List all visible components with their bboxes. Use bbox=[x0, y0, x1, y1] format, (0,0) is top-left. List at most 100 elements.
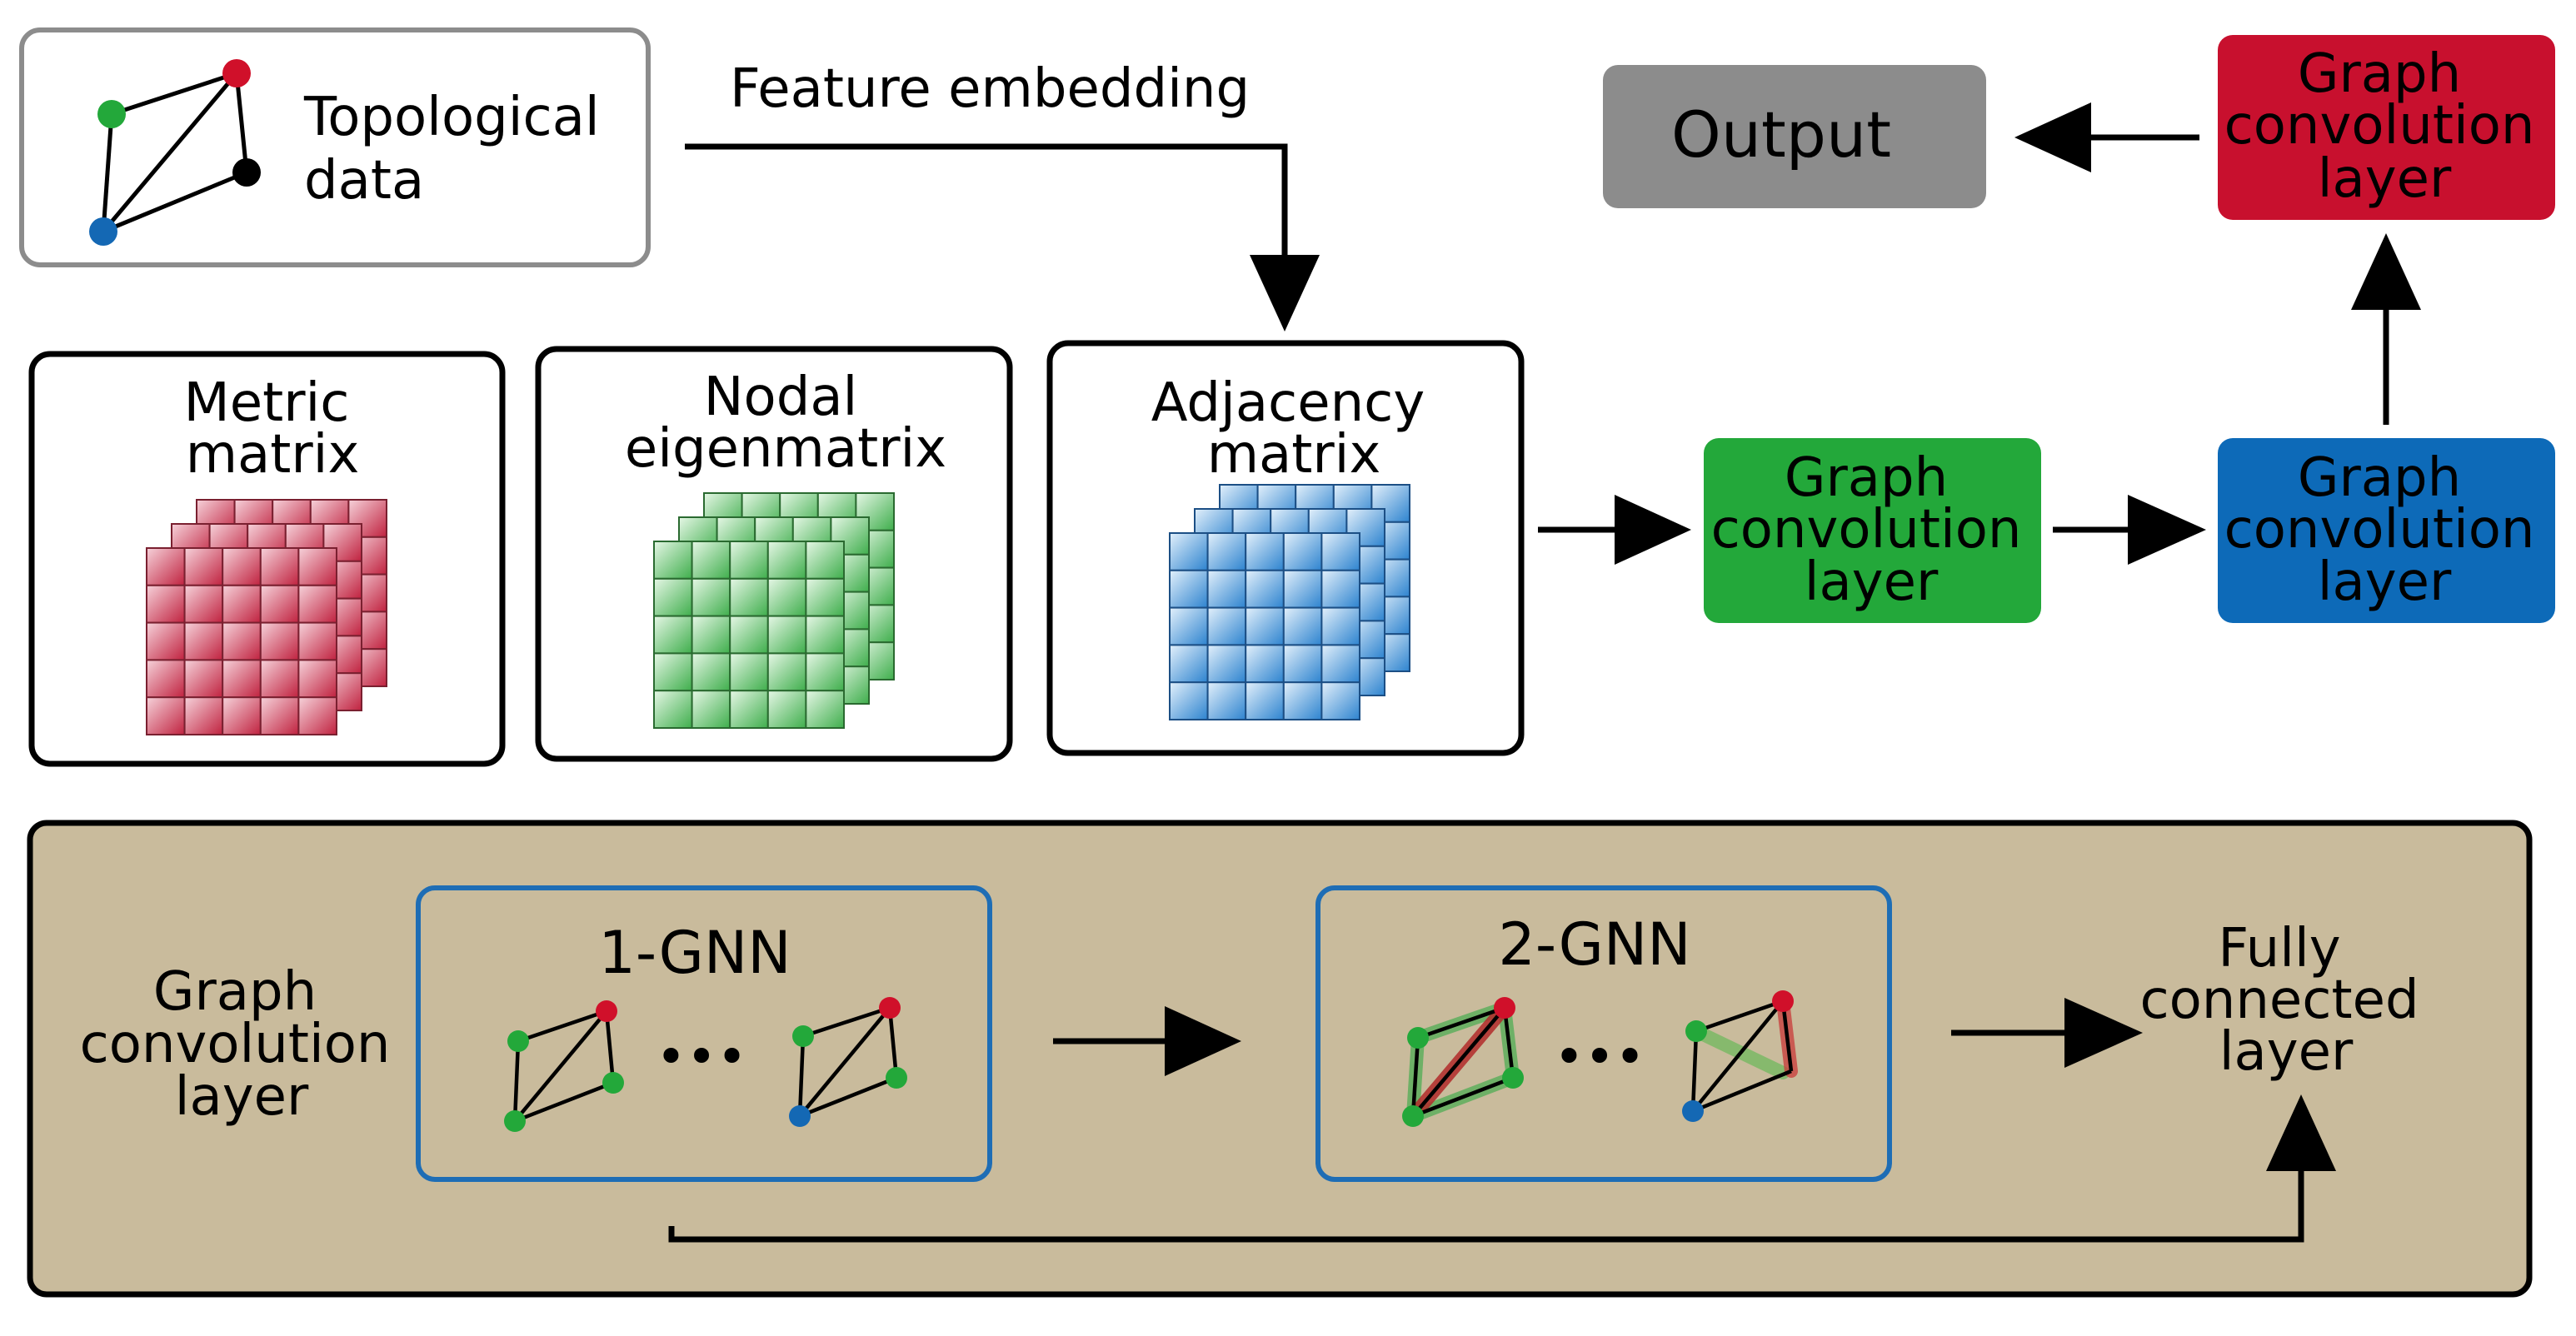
nodal-eigenmatrix-label-line2: eigenmatrix bbox=[625, 418, 946, 480]
matrix-cell bbox=[805, 541, 846, 580]
matrix-cell bbox=[297, 696, 337, 736]
matrix-cell bbox=[729, 541, 769, 580]
arrow-blue-to-red-layer bbox=[2351, 233, 2421, 425]
matrix-cell bbox=[259, 584, 300, 624]
gnn1-graph-icon-left bbox=[504, 1000, 624, 1132]
arrow-adjacency-to-green-layer bbox=[1538, 495, 1691, 565]
matrix-cell bbox=[691, 541, 731, 580]
gnn2-graph-icon-left bbox=[1402, 997, 1524, 1127]
gnn2-graph-icon-right bbox=[1682, 990, 1798, 1122]
topological-graph-icon bbox=[89, 59, 261, 246]
matrix-cell bbox=[146, 659, 186, 699]
fully-connected-line2: connected bbox=[2139, 970, 2419, 1031]
matrix-cell bbox=[653, 652, 693, 692]
matrix-cell bbox=[766, 652, 807, 692]
matrix-cell bbox=[691, 690, 731, 730]
fully-connected-layer-label: Fully connected layer bbox=[2139, 918, 2419, 1083]
matrix-cell bbox=[1320, 644, 1361, 684]
gnn2-ellipsis: ••• bbox=[1554, 1026, 1645, 1087]
metric-matrix-stack-icon bbox=[146, 499, 387, 736]
gnn1-title: 1-GNN bbox=[598, 919, 791, 987]
adjacency-matrix-stack-icon bbox=[1169, 484, 1411, 721]
red-layer-line3: layer bbox=[2318, 148, 2452, 210]
matrix-cell bbox=[1245, 644, 1285, 684]
matrix-cell bbox=[729, 615, 769, 655]
matrix-layer bbox=[653, 541, 846, 730]
matrix-cell bbox=[691, 615, 731, 655]
matrix-cell bbox=[1245, 532, 1285, 571]
matrix-cell bbox=[146, 584, 186, 624]
green-layer-line1: Graph bbox=[1785, 447, 1948, 509]
blue-layer-line3: layer bbox=[2318, 551, 2452, 613]
matrix-cell bbox=[1169, 532, 1209, 571]
matrix-cell bbox=[183, 547, 224, 586]
panel-side-label-line1: Graph bbox=[153, 961, 317, 1023]
matrix-cell bbox=[805, 615, 846, 655]
matrix-cell bbox=[1320, 532, 1361, 571]
matrix-cell bbox=[1206, 606, 1247, 646]
matrix-cell bbox=[183, 621, 224, 661]
matrix-cell bbox=[1320, 569, 1361, 609]
fully-connected-line1: Fully bbox=[2218, 918, 2340, 980]
matrix-cell bbox=[222, 659, 262, 699]
matrix-cell bbox=[259, 696, 300, 736]
panel-side-label-line3: layer bbox=[175, 1066, 309, 1128]
matrix-cell bbox=[146, 696, 186, 736]
feature-embedding-label: Feature embedding bbox=[730, 58, 1250, 120]
matrix-cell bbox=[691, 652, 731, 692]
matrix-cell bbox=[653, 541, 693, 580]
matrix-cell bbox=[146, 621, 186, 661]
matrix-cell bbox=[222, 621, 262, 661]
matrix-cell bbox=[766, 615, 807, 655]
matrix-cell bbox=[259, 547, 300, 586]
gnn2-title: 2-GNN bbox=[1498, 910, 1690, 979]
matrix-cell bbox=[766, 541, 807, 580]
matrix-cell bbox=[653, 690, 693, 730]
blue-layer-line1: Graph bbox=[2298, 447, 2461, 509]
adjacency-matrix-label-line1: Adjacency bbox=[1151, 372, 1425, 434]
matrix-cell bbox=[729, 577, 769, 617]
red-layer-line1: Graph bbox=[2298, 43, 2461, 105]
nodal-eigenmatrix-stack-icon bbox=[653, 492, 896, 730]
matrix-cell bbox=[1206, 681, 1247, 721]
matrix-cell bbox=[1206, 532, 1247, 571]
graph-convolution-detail-panel: Graph convolution layer 1-GNN ••• bbox=[27, 820, 2533, 1298]
matrix-cell bbox=[1320, 681, 1361, 721]
metric-matrix-box: Metric matrix bbox=[28, 351, 506, 767]
topological-label-line2: data bbox=[304, 150, 424, 212]
matrix-cell bbox=[729, 690, 769, 730]
topological-data-box: Topological data bbox=[19, 27, 651, 267]
matrix-cell bbox=[766, 690, 807, 730]
fully-connected-line3: layer bbox=[2219, 1021, 2354, 1083]
green-graph-convolution-layer: Graph convolution layer bbox=[1704, 438, 2041, 623]
output-label: Output bbox=[1671, 97, 1891, 172]
gnn1-graph-icon-right bbox=[789, 997, 907, 1127]
matrix-cell bbox=[146, 547, 186, 586]
matrix-cell bbox=[297, 547, 337, 586]
matrix-cell bbox=[1320, 606, 1361, 646]
matrix-cell bbox=[297, 621, 337, 661]
matrix-cell bbox=[1245, 681, 1285, 721]
matrix-cell bbox=[1169, 569, 1209, 609]
matrix-cell bbox=[729, 652, 769, 692]
matrix-cell bbox=[1206, 569, 1247, 609]
topological-label-line1: Topological bbox=[303, 87, 600, 148]
blue-layer-line2: convolution bbox=[2224, 499, 2535, 561]
matrix-cell bbox=[1282, 681, 1323, 721]
matrix-cell bbox=[1282, 569, 1323, 609]
matrix-cell bbox=[653, 615, 693, 655]
matrix-cell bbox=[1169, 644, 1209, 684]
adjacency-matrix-box: Adjacency matrix bbox=[1046, 340, 1525, 756]
matrix-cell bbox=[1245, 569, 1285, 609]
matrix-cell bbox=[1245, 606, 1285, 646]
blue-graph-convolution-layer: Graph convolution layer bbox=[2218, 438, 2555, 623]
arrow-gnn2-to-fully-connected bbox=[1951, 998, 2143, 1068]
matrix-cell bbox=[183, 584, 224, 624]
matrix-cell bbox=[1282, 644, 1323, 684]
matrix-cell bbox=[183, 696, 224, 736]
arrow-green-to-blue-layer bbox=[2053, 495, 2206, 565]
matrix-layer bbox=[1169, 532, 1361, 721]
gnn2-box: 2-GNN ••• bbox=[1315, 885, 1892, 1182]
metric-matrix-label-line1: Metric bbox=[184, 372, 350, 434]
